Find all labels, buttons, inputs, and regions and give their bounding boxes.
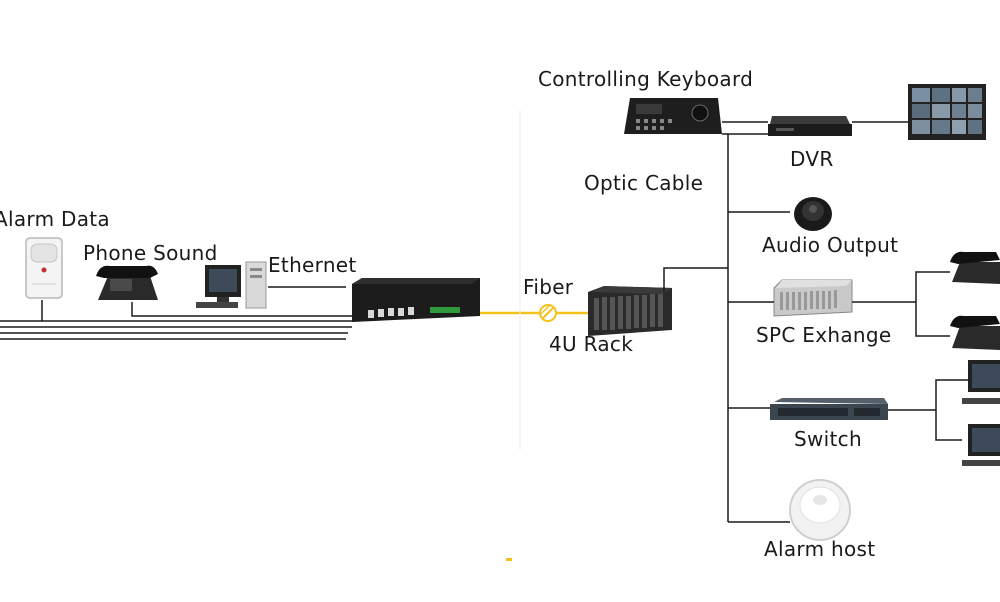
label-optic-cable: Optic Cable [584,171,703,195]
label-fiber: Fiber [523,275,574,299]
speaker-icon [794,197,832,231]
computer-icon [962,424,1000,466]
keyboard-controller-icon [624,98,722,134]
label-audio-output: Audio Output [762,233,898,257]
dvr-icon [768,116,852,136]
alarm-host-icon [789,479,851,541]
connection-lines [0,121,970,523]
telephone-icon [950,315,1000,350]
spc-exchange-icon [773,279,853,317]
marker [506,558,512,561]
telephone-icon [96,265,158,300]
label-alarm-data: Alarm Data [0,207,110,231]
label-switch: Switch [794,427,862,451]
label-spc-exchange: SPC Exhange [756,323,891,347]
computer-icon [196,261,267,309]
label-phone-sound: Phone Sound [83,241,218,265]
label-4u-rack: 4U Rack [549,332,633,356]
optical-transceiver-icon [352,278,480,322]
label-dvr: DVR [790,147,834,171]
alarm-sensor-icon [25,237,63,299]
video-wall-icon [908,84,986,140]
telephone-icon [950,251,1000,284]
network-switch-icon [770,398,888,420]
label-alarm-host: Alarm host [764,537,875,561]
computer-icon [962,360,1000,404]
rack-chassis-icon [588,286,672,336]
label-ethernet: Ethernet [268,253,357,277]
label-controlling-keyboard: Controlling Keyboard [538,67,753,91]
fiber-connector-icon [539,304,557,322]
